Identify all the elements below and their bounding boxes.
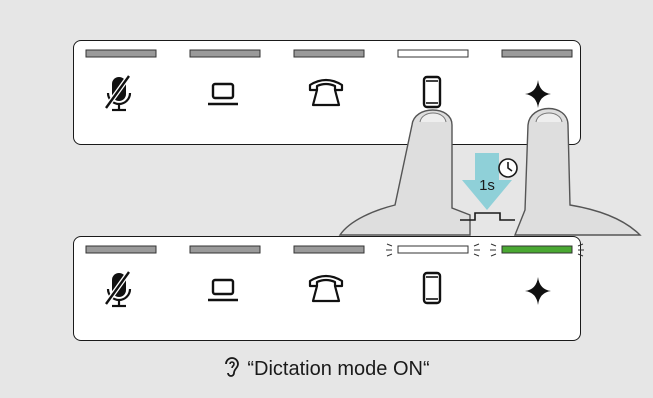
led-mobile xyxy=(397,245,469,254)
button-symbol xyxy=(460,212,515,221)
caption-text: “Dictation mode ON“ xyxy=(247,358,430,380)
led-deskphone xyxy=(293,49,365,58)
led-deskphone xyxy=(293,245,365,254)
blink-marks-sparkle xyxy=(490,243,584,257)
led-computer xyxy=(189,245,261,254)
left-finger xyxy=(338,109,471,236)
hold-indicator: 1s xyxy=(460,153,518,221)
leds-after xyxy=(85,243,584,257)
voice-prompt-caption: “Dictation mode ON“ xyxy=(0,356,653,384)
desk-phone-icon xyxy=(308,274,344,303)
desk-phone-icon xyxy=(308,78,344,107)
sparkle-icon xyxy=(525,80,551,108)
leds-before xyxy=(85,49,573,58)
mobile-phone-icon xyxy=(422,75,442,109)
mic-muted-icon xyxy=(106,76,130,110)
led-mic xyxy=(85,49,157,58)
led-mobile xyxy=(397,49,469,58)
mobile-phone-icon xyxy=(422,271,442,305)
sparkle-icon xyxy=(525,277,551,305)
fingers-illustration xyxy=(338,107,642,236)
buttons-after xyxy=(106,272,551,306)
led-sparkle xyxy=(501,245,573,254)
led-computer xyxy=(189,49,261,58)
led-mic xyxy=(85,245,157,254)
hold-duration-label: 1s xyxy=(479,177,495,194)
mic-muted-icon xyxy=(106,272,130,306)
press-arrow xyxy=(462,153,512,210)
clock-icon xyxy=(498,158,518,178)
right-finger xyxy=(513,107,642,236)
buttons-before xyxy=(106,76,551,110)
led-sparkle xyxy=(501,49,573,58)
blink-marks-mobile xyxy=(386,243,480,257)
computer-icon xyxy=(206,82,240,106)
ear-icon xyxy=(223,356,241,384)
computer-icon xyxy=(206,278,240,302)
